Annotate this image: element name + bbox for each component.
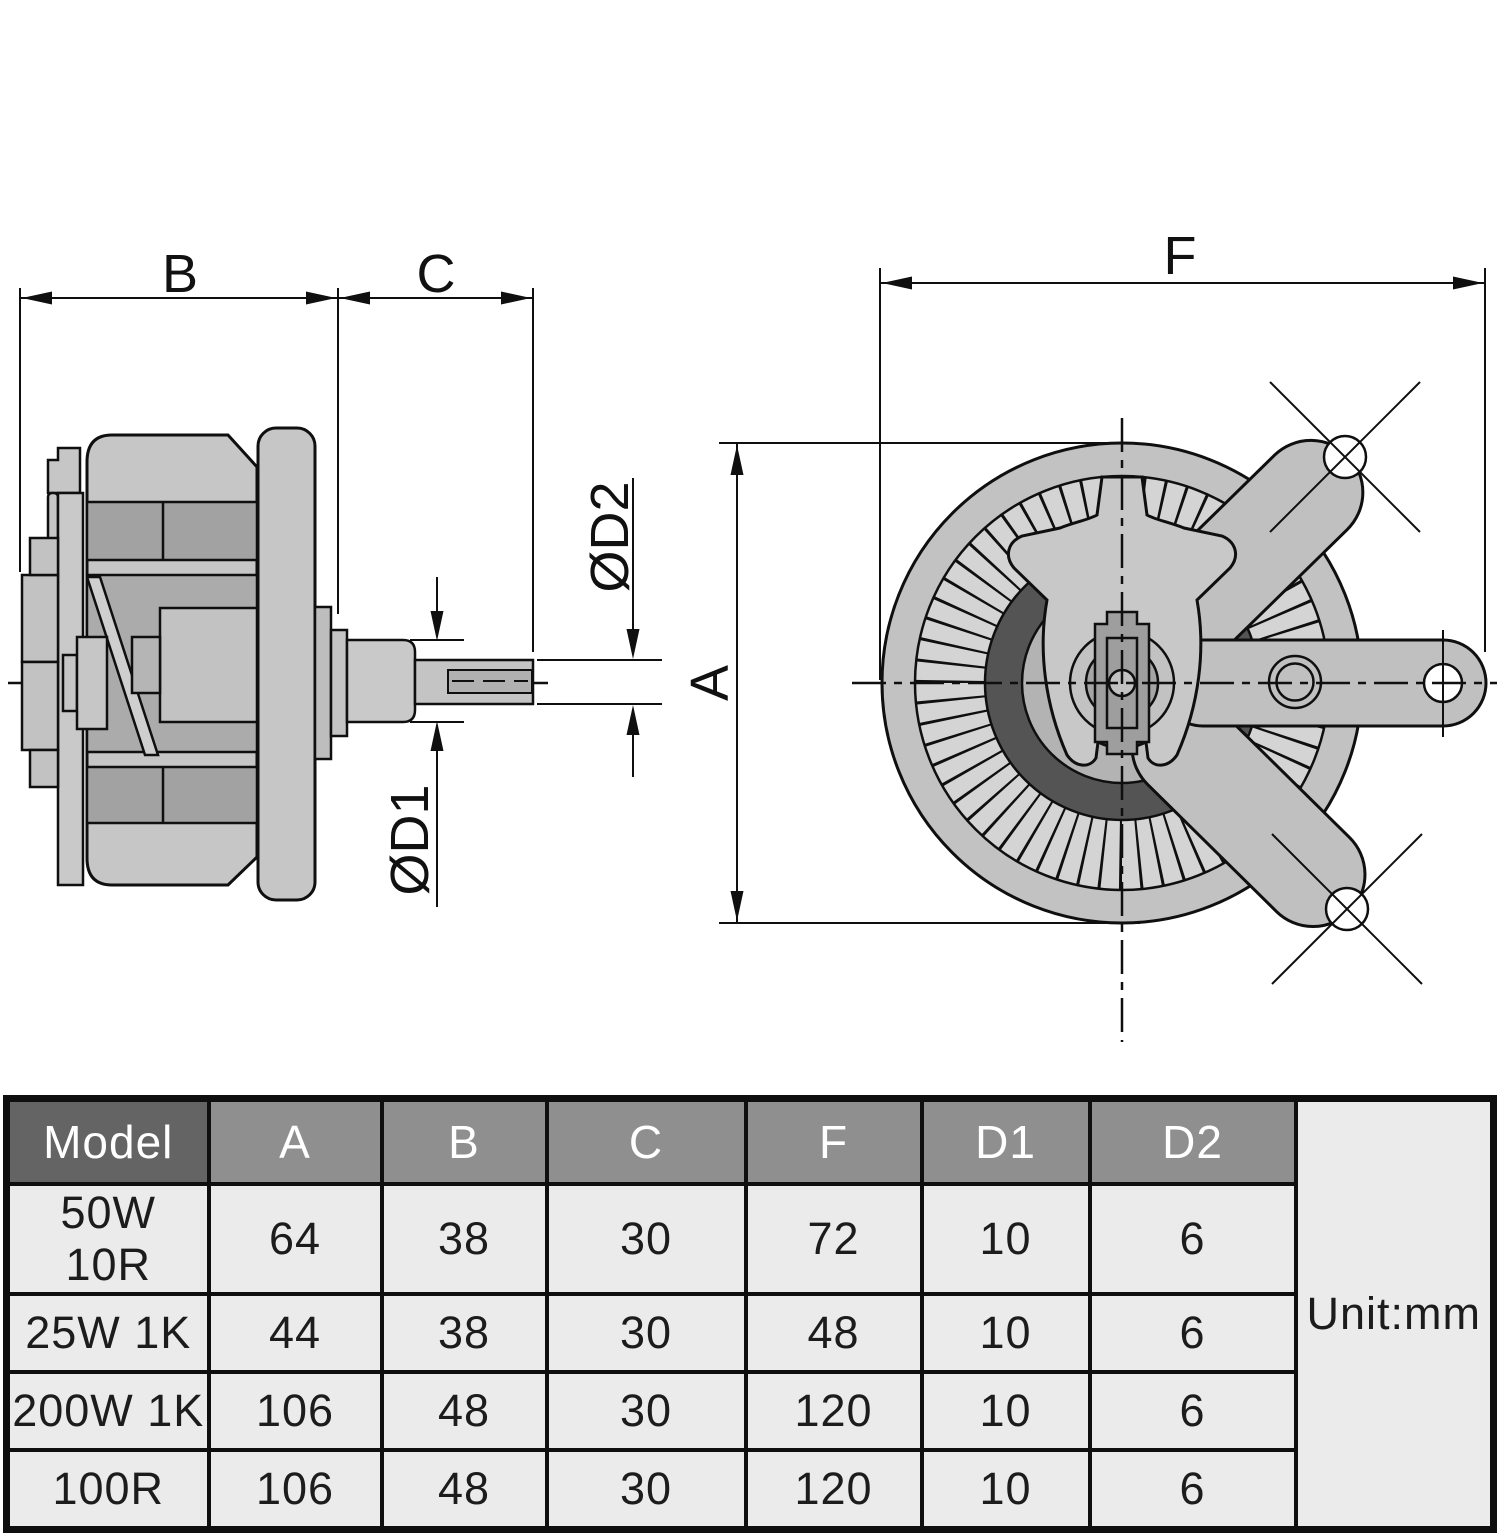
column-header-d2: D2 (1087, 1096, 1298, 1186)
dim-label-b: B (162, 244, 198, 304)
table-header-row: Model A B C F D1 D2 Unit:mm (4, 1096, 1496, 1532)
nut-plate (313, 605, 333, 761)
dim-label-c: C (417, 244, 456, 304)
value-cell: 30 (544, 1182, 748, 1296)
model-cell: 100R (4, 1448, 211, 1532)
value-cell: 6 (1087, 1292, 1298, 1374)
value-cell: 10 (919, 1370, 1092, 1452)
table-row: 25W 1K 44 38 30 48 10 6 (4, 1292, 1494, 1374)
unit-label-cell: Unit:mm (1293, 1096, 1496, 1532)
value-cell: 30 (544, 1292, 748, 1374)
arrow-b-right (306, 291, 336, 305)
dim-label-d2: ØD2 (580, 481, 640, 592)
bushing (345, 638, 417, 724)
value-cell: 48 (379, 1448, 549, 1532)
arrow-b-left (22, 291, 52, 305)
value-cell: 44 (206, 1292, 384, 1374)
value-cell: 30 (544, 1370, 748, 1452)
dim-label-f: F (1164, 226, 1197, 286)
arrow-d1-top (430, 611, 444, 641)
column-header-b: B (379, 1096, 549, 1186)
value-cell: 72 (743, 1182, 924, 1296)
technical-drawing-sheet: B C ØD1 ØD2 (3, 226, 1497, 1533)
dimension-b (19, 288, 339, 614)
model-cell: 50W 10R (4, 1182, 211, 1296)
value-cell: 6 (1087, 1182, 1298, 1296)
bolt-head (75, 635, 109, 731)
arrow-f-left (882, 276, 912, 290)
arrow-c-right (501, 291, 531, 305)
value-cell: 6 (1087, 1448, 1298, 1532)
dimension-f (879, 268, 1486, 680)
terminal-step-lower (28, 748, 60, 789)
column-header-model: Model (4, 1096, 211, 1186)
value-cell: 48 (743, 1292, 924, 1374)
value-cell: 48 (379, 1370, 549, 1452)
model-cell: 25W 1K (4, 1292, 211, 1374)
value-cell: 106 (206, 1370, 384, 1452)
dim-label-a: A (680, 665, 740, 701)
arrow-f-right (1453, 276, 1483, 290)
table-row: 50W 10R 64 38 30 72 10 6 (4, 1182, 1494, 1296)
arrow-d1-bottom (430, 721, 444, 751)
terminal-step-upper (28, 536, 60, 577)
bolt-tip (61, 653, 79, 713)
value-cell: 6 (1087, 1370, 1298, 1452)
value-cell: 10 (919, 1448, 1092, 1532)
column-header-c: C (544, 1096, 748, 1186)
arrow-c-left (340, 291, 370, 305)
hub-block (158, 606, 259, 724)
dimension-a (719, 442, 1140, 924)
value-cell: 38 (379, 1292, 549, 1374)
arrow-a-top (730, 445, 744, 475)
terminal-plate-upper (20, 573, 60, 664)
value-cell: 120 (743, 1448, 924, 1532)
dimension-d2 (537, 478, 662, 777)
dimension-d1 (410, 577, 464, 907)
rheostat-drawing: B C ØD1 ØD2 (8, 226, 1497, 1042)
column-header-d1: D1 (919, 1096, 1092, 1186)
dim-label-d1: ØD1 (380, 784, 440, 895)
value-cell: 106 (206, 1448, 384, 1532)
value-cell: 64 (206, 1182, 384, 1296)
arrow-a-bottom (730, 891, 744, 921)
column-header-a: A (206, 1096, 384, 1186)
hub-step (130, 635, 162, 695)
front-view (719, 268, 1497, 1042)
mounting-lug-lower (1130, 693, 1423, 985)
value-cell: 10 (919, 1182, 1092, 1296)
value-cell: 38 (379, 1182, 549, 1296)
table-row: 200W 1K 106 48 30 120 10 6 (4, 1370, 1494, 1452)
terminal-plate-lower (20, 660, 60, 752)
table-row: 100R 106 48 30 120 10 6 (4, 1448, 1494, 1532)
dimension-c (338, 288, 534, 652)
value-cell: 120 (743, 1370, 924, 1452)
arrow-d2-top (626, 629, 640, 659)
value-cell: 10 (919, 1292, 1092, 1374)
winding-band-top (85, 500, 259, 562)
value-cell: 30 (544, 1448, 748, 1532)
winding-band-bottom (85, 765, 259, 825)
model-cell: 200W 1K (4, 1370, 211, 1452)
spec-table: Model A B C F D1 D2 Unit:mm 50W 10R 64 3… (3, 1095, 1497, 1533)
side-view (8, 288, 662, 907)
flange-plate (256, 426, 317, 902)
column-header-f: F (743, 1096, 924, 1186)
rear-tab (46, 446, 82, 495)
arrow-d2-bottom (626, 705, 640, 735)
nut-hex (329, 628, 349, 738)
wiper-diagonal (85, 575, 160, 757)
